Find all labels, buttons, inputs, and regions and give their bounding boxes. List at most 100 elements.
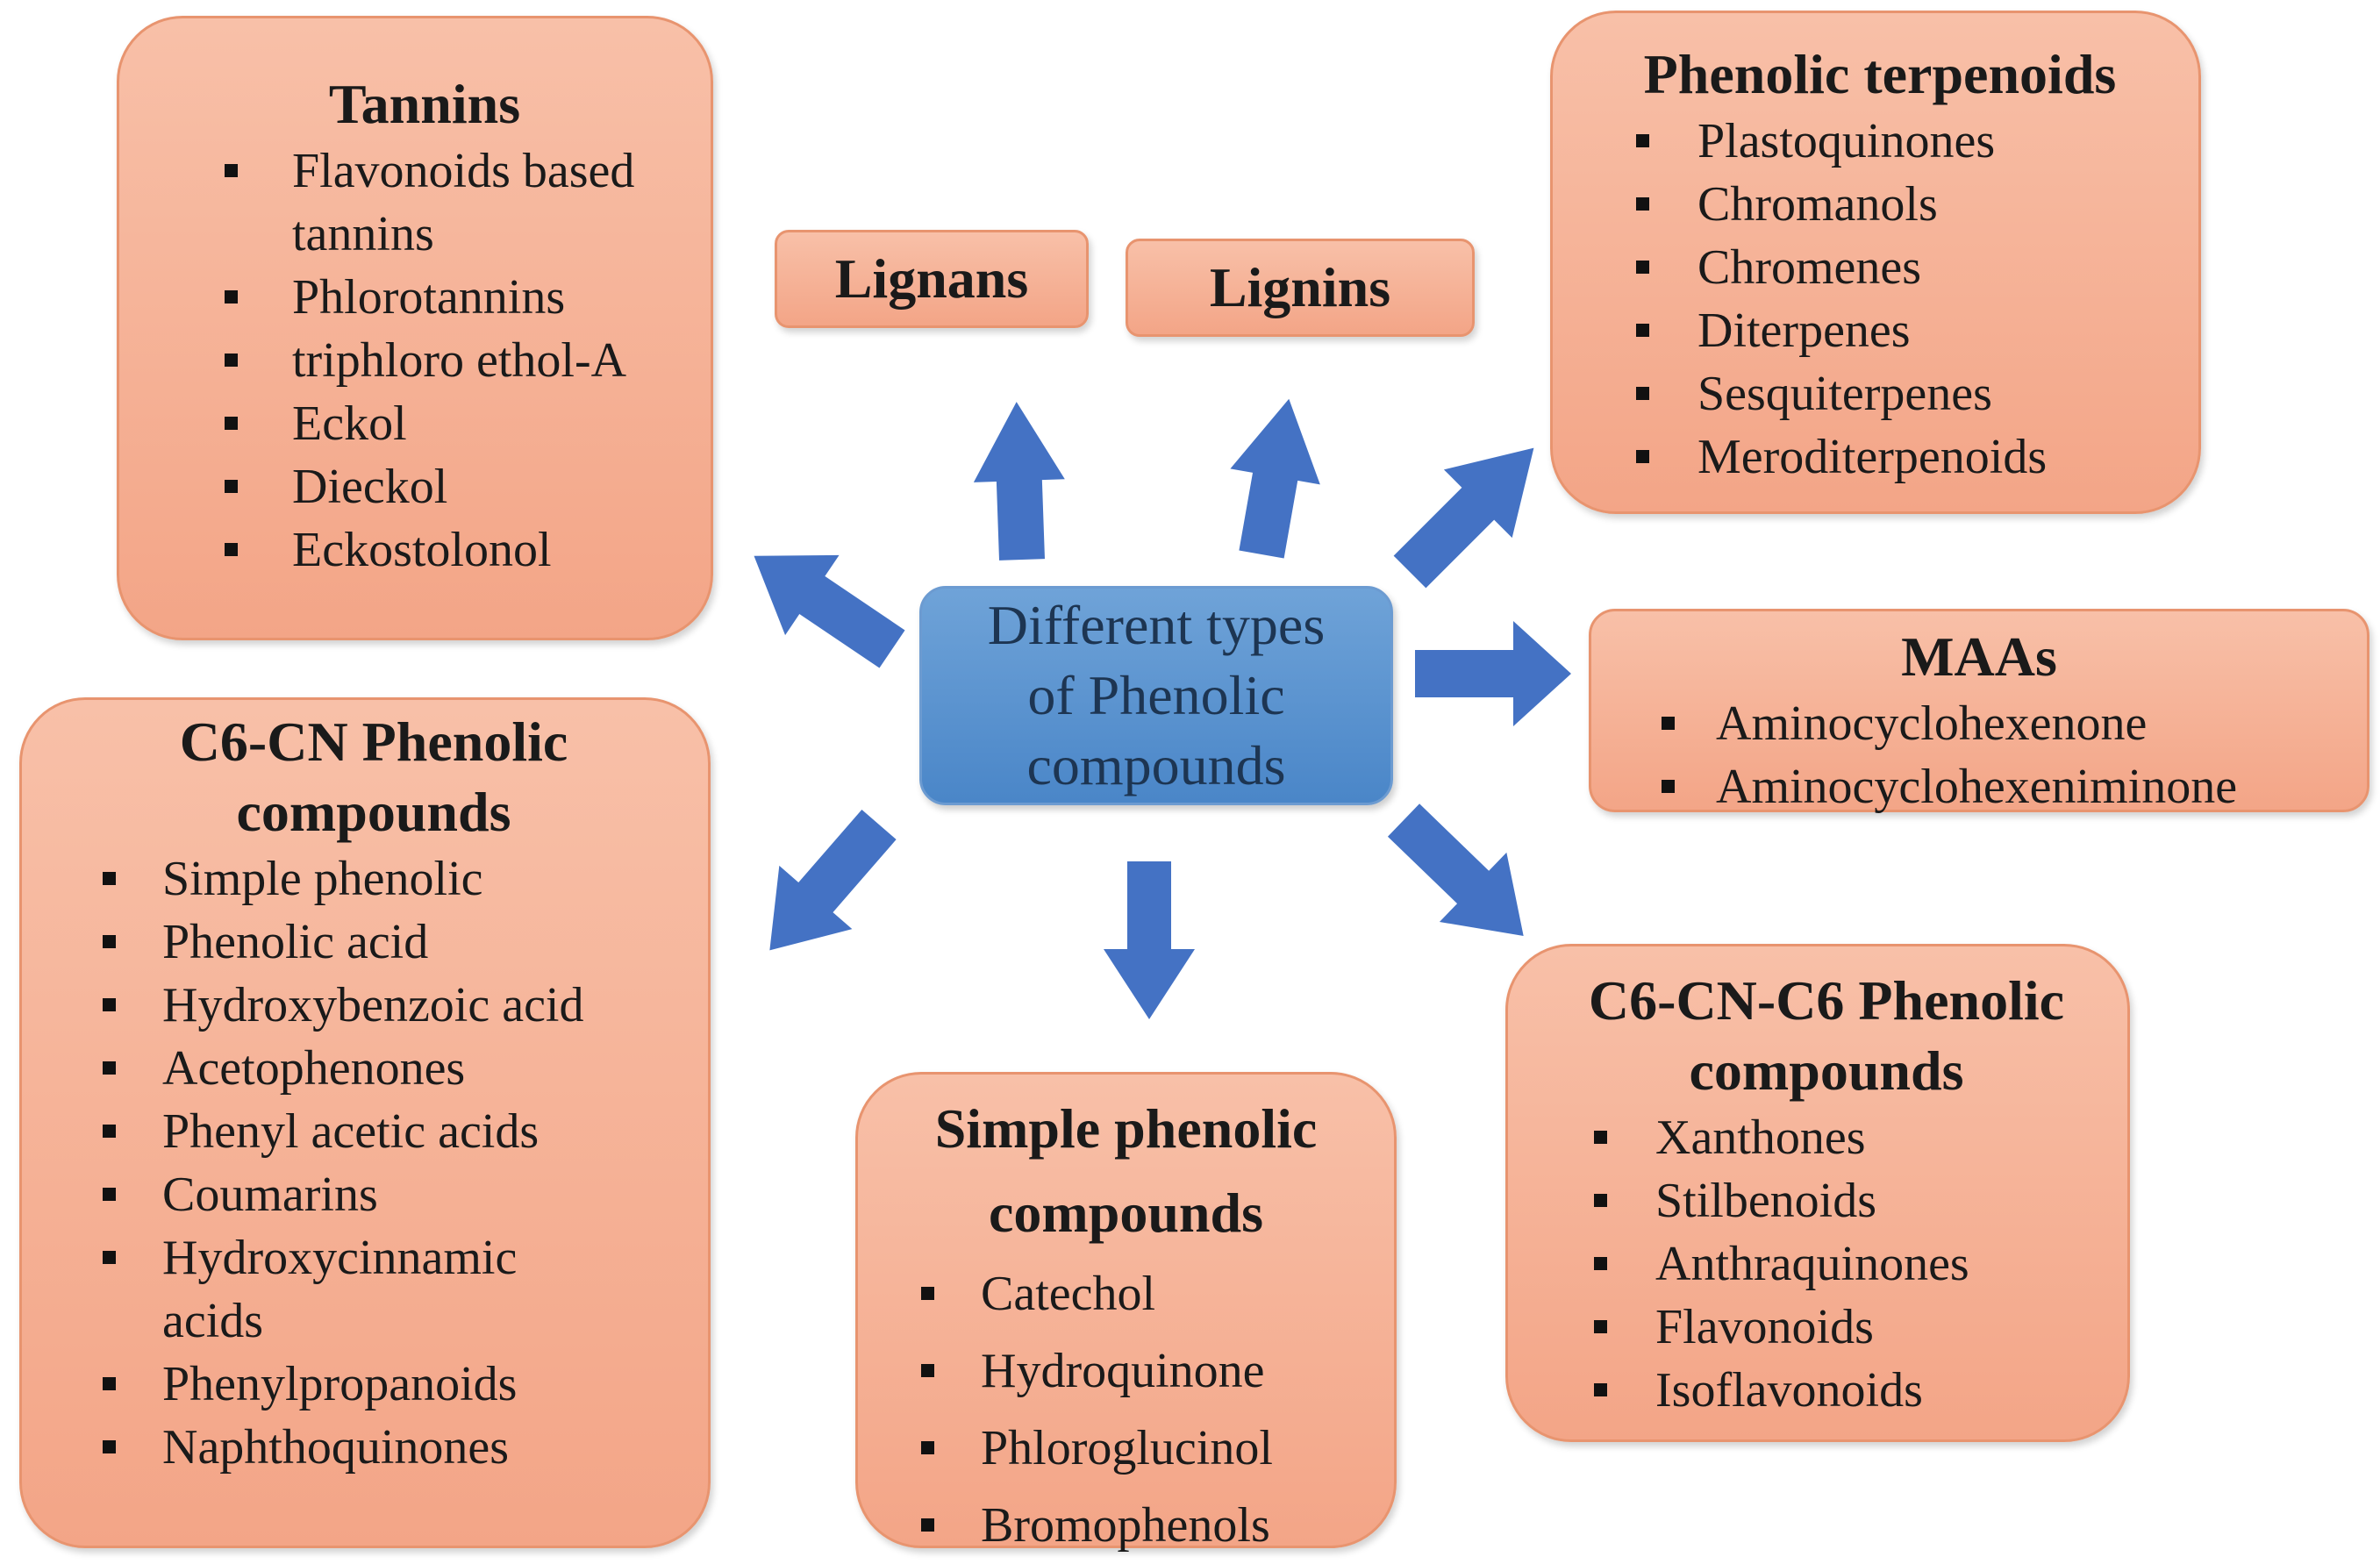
- lignans-title: Lignans: [834, 247, 1029, 310]
- tannins-list: Flavonoids based tannins Phlorotannins t…: [174, 139, 675, 582]
- bullet-icon: [1594, 1194, 1607, 1207]
- list-item: Eckol: [174, 392, 675, 455]
- bullet-icon: [103, 1377, 116, 1390]
- list-item: Eckostolonol: [174, 518, 675, 582]
- arrow-to-lignins: [1230, 398, 1320, 559]
- bullet-icon: [103, 1125, 116, 1138]
- c6cn-box: C6-CN Phenolic compounds Simple phenolic…: [19, 697, 711, 1548]
- list-item: Phloroglucinol: [876, 1410, 1376, 1487]
- phenolic-terpenoids-box: Phenolic terpenoids Plastoquinones Chrom…: [1550, 11, 2201, 514]
- list-item: Bromophenols: [876, 1487, 1376, 1564]
- bullet-icon: [225, 543, 238, 556]
- arrow-to-c6cnc6: [1387, 803, 1524, 936]
- bullet-icon: [1636, 387, 1649, 400]
- center-node: Different types of Phenolic compounds: [919, 586, 1393, 805]
- list-item: Dieckol: [174, 455, 675, 518]
- phenolic-terpenoids-title: Phenolic terpenoids: [1643, 43, 2117, 105]
- list-item: Phlorotannins: [174, 266, 675, 329]
- c6cnc6-box: C6-CN-C6 Phenolic compounds Xanthones St…: [1505, 944, 2130, 1442]
- list-item: acids: [162, 1294, 264, 1348]
- list-item: Hydroxybenzoic acid: [66, 974, 682, 1037]
- list-item: Aminocyclohexenone: [1618, 692, 2341, 755]
- arrow-to-maas: [1415, 621, 1571, 726]
- bullet-icon: [921, 1287, 934, 1300]
- maas-box: MAAs Aminocyclohexenone Aminocyclohexeni…: [1589, 609, 2369, 814]
- bullet-icon: [1662, 780, 1675, 793]
- list-item: Simple phenolic: [66, 847, 682, 911]
- bullet-icon: [1636, 324, 1649, 337]
- simple-phenolic-list: Catechol Hydroquinone Phloroglucinol Bro…: [876, 1255, 1376, 1564]
- lignins-title: Lignins: [1209, 256, 1391, 318]
- tannins-box: Tannins Flavonoids based tannins Phlorot…: [117, 16, 713, 640]
- bullet-icon: [1594, 1131, 1607, 1144]
- list-item: Stilbenoids: [1543, 1169, 2110, 1232]
- bullet-icon: [225, 164, 238, 177]
- bullet-icon: [1594, 1257, 1607, 1270]
- lignins-box: Lignins: [1126, 239, 1475, 337]
- bullet-icon: [103, 1251, 116, 1264]
- list-item: Coumarins: [66, 1163, 682, 1226]
- bullet-icon: [1636, 134, 1649, 147]
- bullet-icon: [103, 872, 116, 885]
- bullet-icon: [225, 354, 238, 367]
- list-item: Catechol: [876, 1255, 1376, 1332]
- c6cnc6-title: C6-CN-C6 Phenolic compounds: [1588, 969, 2065, 1102]
- list-item: Plastoquinones: [1588, 110, 2172, 173]
- list-item: Naphthoquinones: [66, 1416, 682, 1479]
- list-item: tannins: [292, 207, 434, 261]
- bullet-icon: [103, 1061, 116, 1075]
- bullet-icon: [225, 290, 238, 304]
- bullet-icon: [921, 1364, 934, 1377]
- bullet-icon: [1662, 717, 1675, 730]
- list-item: Chromanols: [1588, 173, 2172, 236]
- bullet-icon: [103, 1440, 116, 1453]
- list-item: Acetophenones: [66, 1037, 682, 1100]
- bullet-icon: [103, 935, 116, 948]
- bullet-icon: [921, 1441, 934, 1454]
- list-item: Flavonoids: [1543, 1296, 2110, 1359]
- bullet-icon: [103, 1188, 116, 1201]
- list-item: triphloro ethol-A: [174, 329, 675, 392]
- lignans-box: Lignans: [775, 230, 1089, 328]
- arrow-to-phenolic-terpenoids: [1393, 447, 1534, 589]
- tannins-title: Tannins: [328, 73, 521, 135]
- bullet-icon: [1594, 1383, 1607, 1396]
- arrow-to-c6cn: [769, 809, 897, 951]
- phenolic-terpenoids-list: Plastoquinones Chromanols Chromenes Dite…: [1588, 110, 2172, 489]
- arrow-to-tannins: [754, 554, 905, 668]
- list-item: Flavonoids based: [174, 139, 675, 203]
- list-item: Meroditerpenoids: [1588, 425, 2172, 489]
- bullet-icon: [225, 417, 238, 430]
- list-item: Phenyl acetic acids: [66, 1100, 682, 1163]
- center-line-2: of Phenolic: [1027, 664, 1285, 726]
- list-item: Xanthones: [1543, 1106, 2110, 1169]
- c6cnc6-list: Xanthones Stilbenoids Anthraquinones Fla…: [1543, 1106, 2110, 1422]
- list-item: Chromenes: [1588, 236, 2172, 299]
- arrow-to-lignans: [973, 402, 1065, 561]
- list-item: Phenylpropanoids: [66, 1353, 682, 1416]
- c6cn-list: Simple phenolic Phenolic acid Hydroxyben…: [66, 847, 682, 1479]
- list-item: Hydroquinone: [876, 1332, 1376, 1410]
- maas-list: Aminocyclohexenone Aminocyclohexeniminon…: [1618, 692, 2341, 818]
- center-line-1: Different types: [987, 594, 1326, 656]
- arrow-to-simple-phenolic: [1104, 861, 1195, 1019]
- bullet-icon: [225, 480, 238, 493]
- list-item: Diterpenes: [1588, 299, 2172, 362]
- simple-phenolic-title: Simple phenolic compounds: [934, 1097, 1318, 1244]
- bullet-icon: [1636, 450, 1649, 463]
- bullet-icon: [1636, 261, 1649, 274]
- bullet-icon: [1594, 1320, 1607, 1333]
- list-item: Isoflavonoids: [1543, 1359, 2110, 1422]
- list-item: Hydroxycinnamic: [66, 1226, 682, 1289]
- maas-title: MAAs: [1901, 625, 2057, 688]
- bullet-icon: [921, 1518, 934, 1532]
- c6cn-title: C6-CN Phenolic compounds: [179, 711, 568, 843]
- list-item: Phenolic acid: [66, 911, 682, 974]
- bullet-icon: [103, 998, 116, 1011]
- bullet-icon: [1636, 197, 1649, 211]
- list-item: Sesquiterpenes: [1588, 362, 2172, 425]
- center-line-3: compounds: [1026, 734, 1286, 796]
- list-item: Aminocyclohexeniminone: [1618, 755, 2341, 818]
- simple-phenolic-box: Simple phenolic compounds Catechol Hydro…: [855, 1072, 1397, 1553]
